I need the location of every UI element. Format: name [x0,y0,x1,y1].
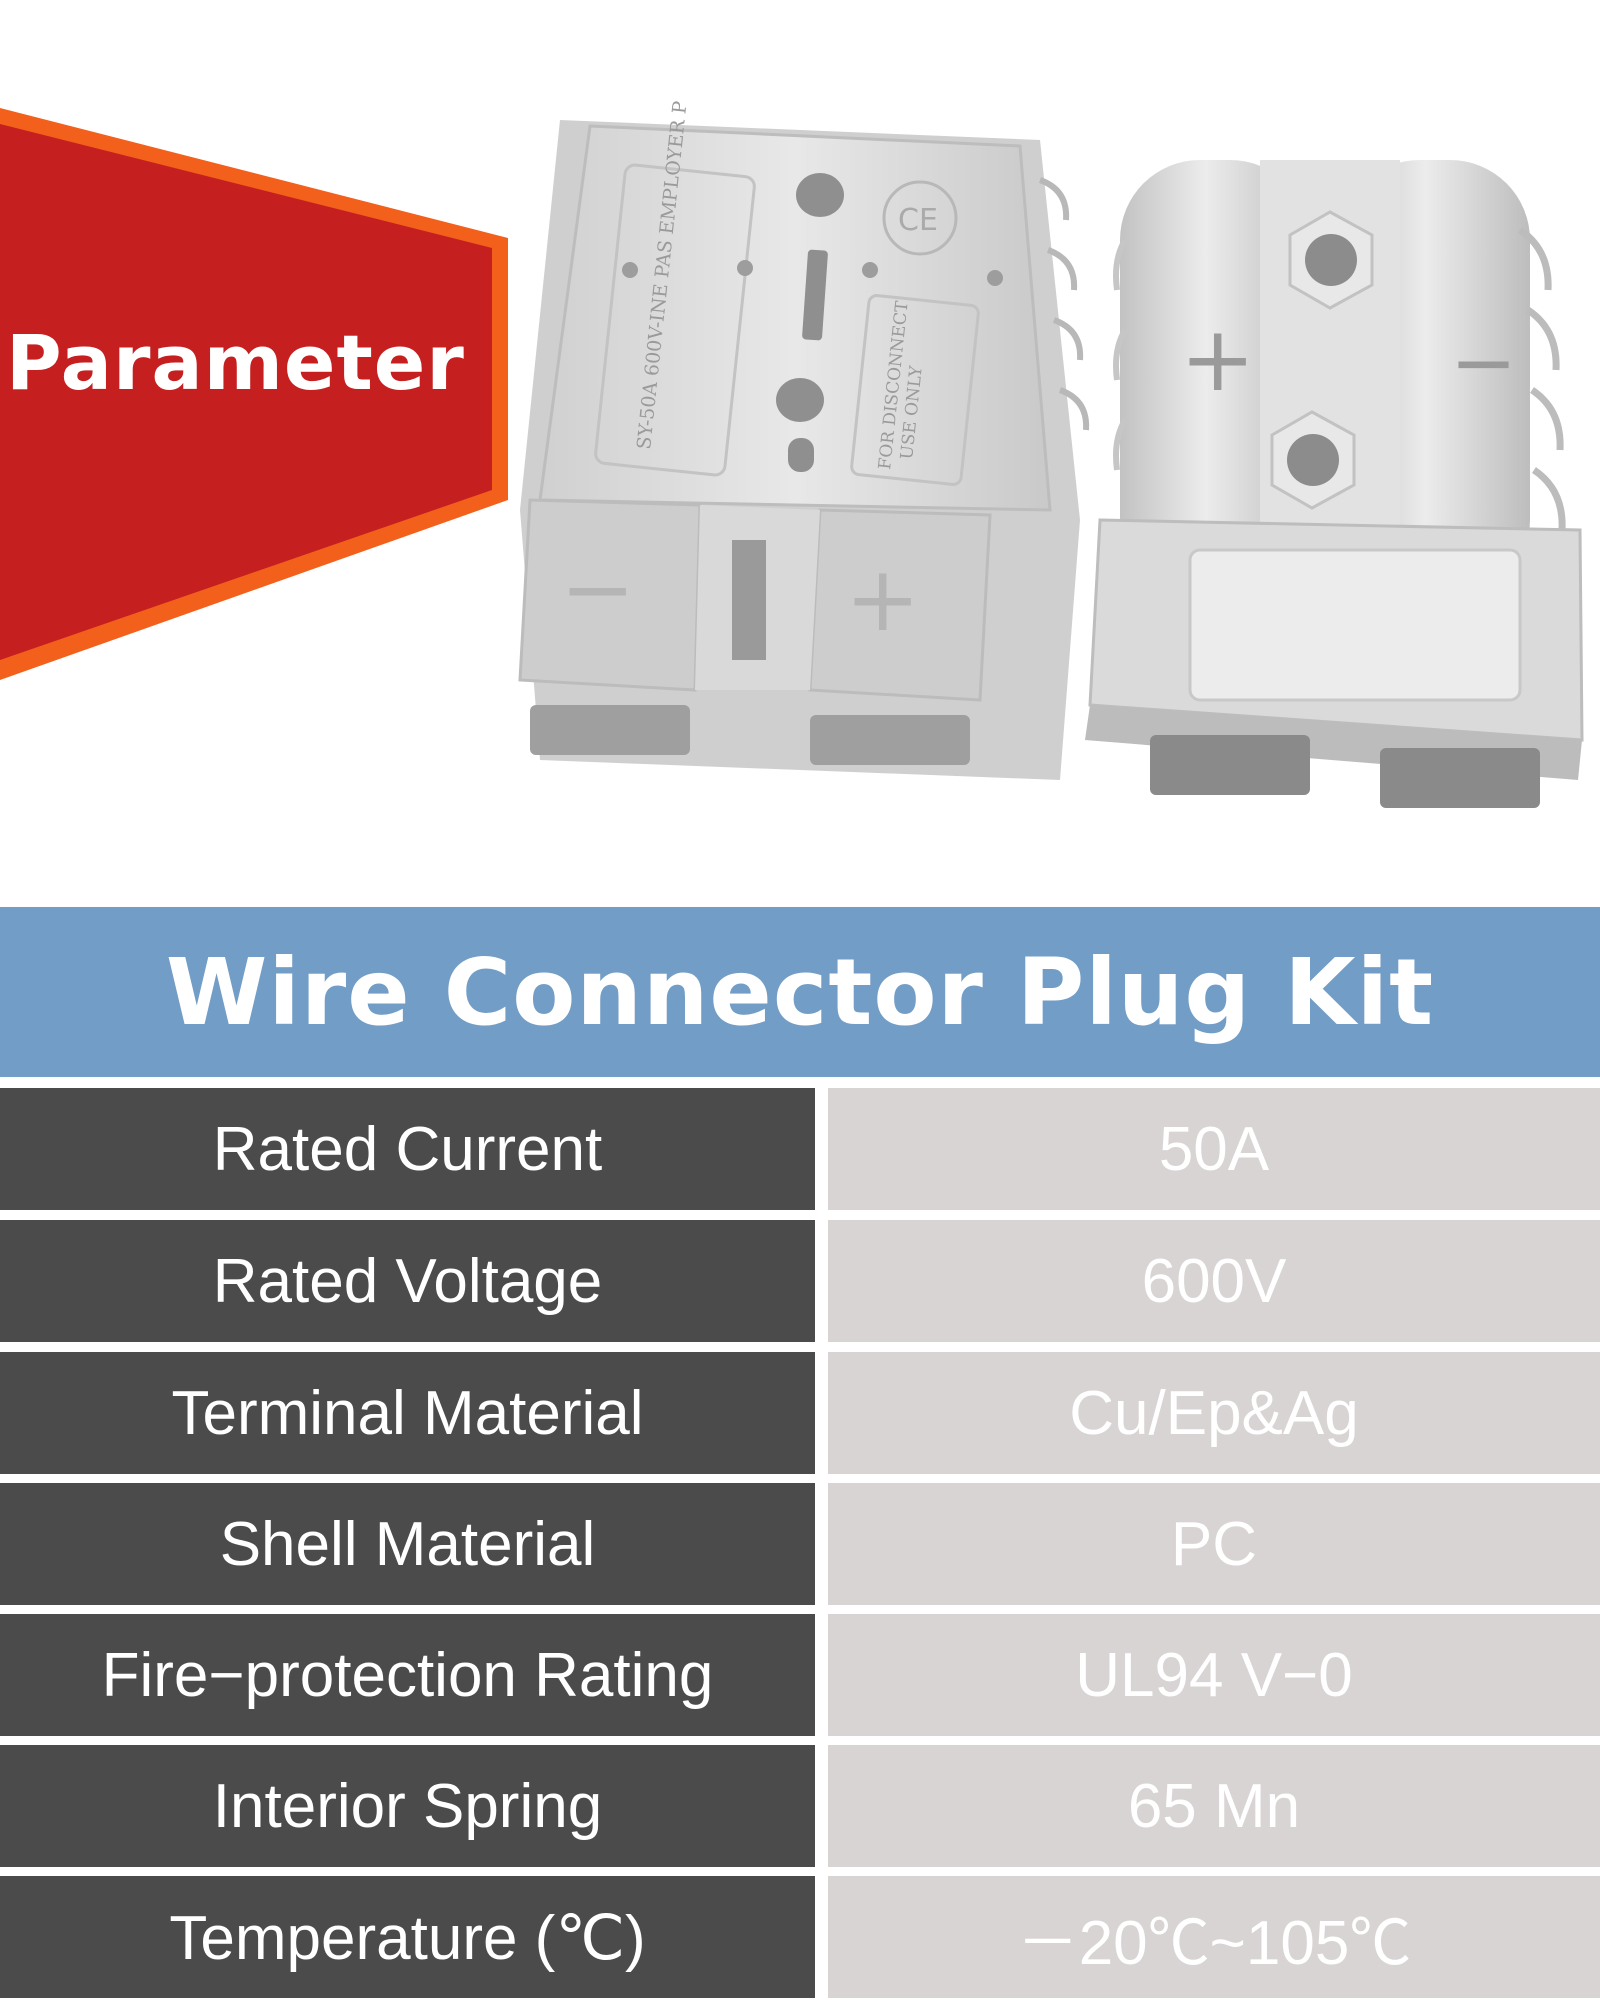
table-row: Fire−protection Rating UL94 V−0 [0,1614,1600,1736]
left-plug: SY-50A 600V-INE PAS EMPLOYER POUR LA RUP… [518,100,1090,780]
right-minus-symbol: − [1450,316,1517,409]
spec-label: Interior Spring [0,1745,815,1867]
spec-label: Fire−protection Rating [0,1614,815,1736]
spec-label: Shell Material [0,1483,815,1605]
table-row: Temperature (℃) －20℃~105℃ [0,1876,1600,1998]
parameter-banner: Parameter [0,0,520,700]
title-band: Wire Connector Plug Kit [0,907,1600,1077]
spec-value: Cu/Ep&Ag [828,1352,1600,1474]
spec-value: PC [828,1483,1600,1605]
spec-value: UL94 V−0 [828,1614,1600,1736]
spec-label: Temperature (℃) [0,1876,815,1998]
spec-label: Terminal Material [0,1352,815,1474]
spec-value: －20℃~105℃ [828,1876,1600,1998]
banner-shape [0,108,508,680]
spec-value: 65 Mn [828,1745,1600,1867]
left-minus-symbol: − [560,537,635,642]
spec-value: 600V [828,1220,1600,1342]
spec-label: Rated Voltage [0,1220,815,1342]
spec-label: Rated Current [0,1088,815,1210]
table-row: Rated Current 50A [0,1088,1600,1210]
right-plug: + − [1085,160,1584,808]
right-plus-symbol: + [1180,307,1255,412]
svg-text:CE: CE [898,203,938,238]
table-row: Terminal Material Cu/Ep&Ag [0,1352,1600,1474]
spec-value: 50A [828,1088,1600,1210]
left-plus-symbol: + [845,547,920,652]
banner-label: Parameter [6,318,465,407]
table-row: Shell Material PC [0,1483,1600,1605]
table-row: Interior Spring 65 Mn [0,1745,1600,1867]
page-title: Wire Connector Plug Kit [165,938,1435,1046]
hero-section: Parameter SY-50A 600V-INE PAS EMPLOYER [0,0,1600,905]
table-row: Rated Voltage 600V [0,1220,1600,1342]
connector-plugs-image: SY-50A 600V-INE PAS EMPLOYER POUR LA RUP… [518,100,1584,808]
